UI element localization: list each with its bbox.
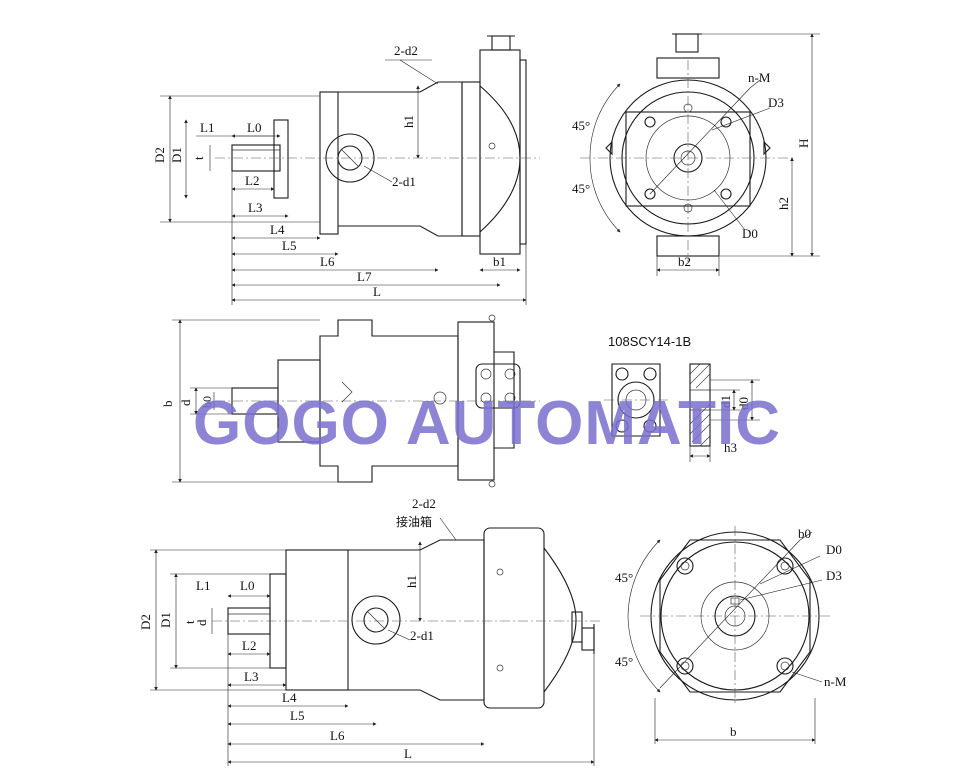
- label-b0-middle: b0: [200, 396, 214, 408]
- label-L-top: L: [373, 284, 381, 299]
- label-d1-detail: d1: [718, 395, 733, 408]
- side-view-bottom: [150, 517, 600, 766]
- label-L4-top: L4: [270, 222, 285, 237]
- label-2-d1-bottom: 2-d1: [410, 628, 434, 643]
- plan-view-middle: [172, 314, 540, 488]
- label-D3-top: D3: [768, 95, 784, 110]
- label-L1-top: L1: [200, 120, 214, 135]
- label-D1-bottom: D1: [158, 612, 173, 628]
- label-b2: b2: [678, 254, 691, 269]
- label-n-M-bottom: n-M: [824, 674, 847, 689]
- label-L0-top: L0: [247, 120, 261, 135]
- label-L7-top: L7: [357, 269, 372, 284]
- label-h1-bottom: h1: [404, 575, 419, 588]
- watermark-text: GOGO AUTOMATIC: [193, 389, 781, 458]
- label-L6-bottom: L6: [330, 728, 345, 743]
- label-L3-bottom: L3: [244, 669, 258, 684]
- label-45-lower-bottom: 45°: [615, 654, 633, 669]
- label-H: H: [796, 139, 811, 148]
- label-h1-top: h1: [401, 115, 416, 128]
- label-d-middle: d: [178, 399, 193, 406]
- label-2-d1-top: 2-d1: [392, 174, 416, 189]
- label-D2-bottom: D2: [138, 614, 153, 630]
- label-2-d2-top: 2-d2: [394, 43, 418, 58]
- label-D1-top: D1: [169, 147, 184, 163]
- side-view-top: [160, 35, 540, 305]
- label-L5-bottom: L5: [290, 708, 304, 723]
- label-b-bottom: b: [730, 724, 737, 739]
- label-D2-top: D2: [152, 147, 167, 163]
- label-h2: h2: [776, 197, 791, 210]
- label-L6-top: L6: [320, 254, 335, 269]
- label-b1-top: b1: [493, 254, 506, 269]
- label-2-d2-bottom: 2-d2: [412, 496, 436, 511]
- label-b-middle: b: [160, 401, 175, 408]
- label-L4-bottom: L4: [282, 690, 297, 705]
- label-D0-top: D0: [742, 226, 758, 241]
- label-45-upper-top: 45°: [572, 118, 590, 133]
- label-45-upper-bottom: 45°: [615, 570, 633, 585]
- model-label: 108SCY14-1B: [608, 334, 691, 349]
- label-L-bottom: L: [404, 746, 412, 761]
- label-oil-tank: 接油箱: [396, 514, 432, 529]
- label-45-lower-top: 45°: [572, 181, 590, 196]
- end-view-top: [580, 33, 820, 276]
- label-b0-bottom: b0: [798, 526, 811, 541]
- label-L2-bottom: L2: [242, 638, 256, 653]
- label-h3-detail: h3: [724, 440, 737, 455]
- label-L0-bottom: L0: [240, 578, 254, 593]
- end-view-bottom: [627, 526, 830, 744]
- label-L1-bottom: L1: [196, 578, 210, 593]
- label-L2-top: L2: [245, 173, 259, 188]
- label-D3-bottom: D3: [826, 568, 842, 583]
- label-d0-detail: d0: [736, 397, 751, 410]
- label-t-top: t: [191, 156, 206, 160]
- label-d-bottom: d: [194, 619, 209, 626]
- label-D0-bottom: D0: [826, 542, 842, 557]
- label-L3-top: L3: [248, 200, 262, 215]
- port-detail-view: [604, 363, 760, 462]
- label-L5-top: L5: [282, 238, 296, 253]
- label-t-bottom: t: [182, 620, 197, 624]
- label-n-M-top: n-M: [748, 70, 771, 85]
